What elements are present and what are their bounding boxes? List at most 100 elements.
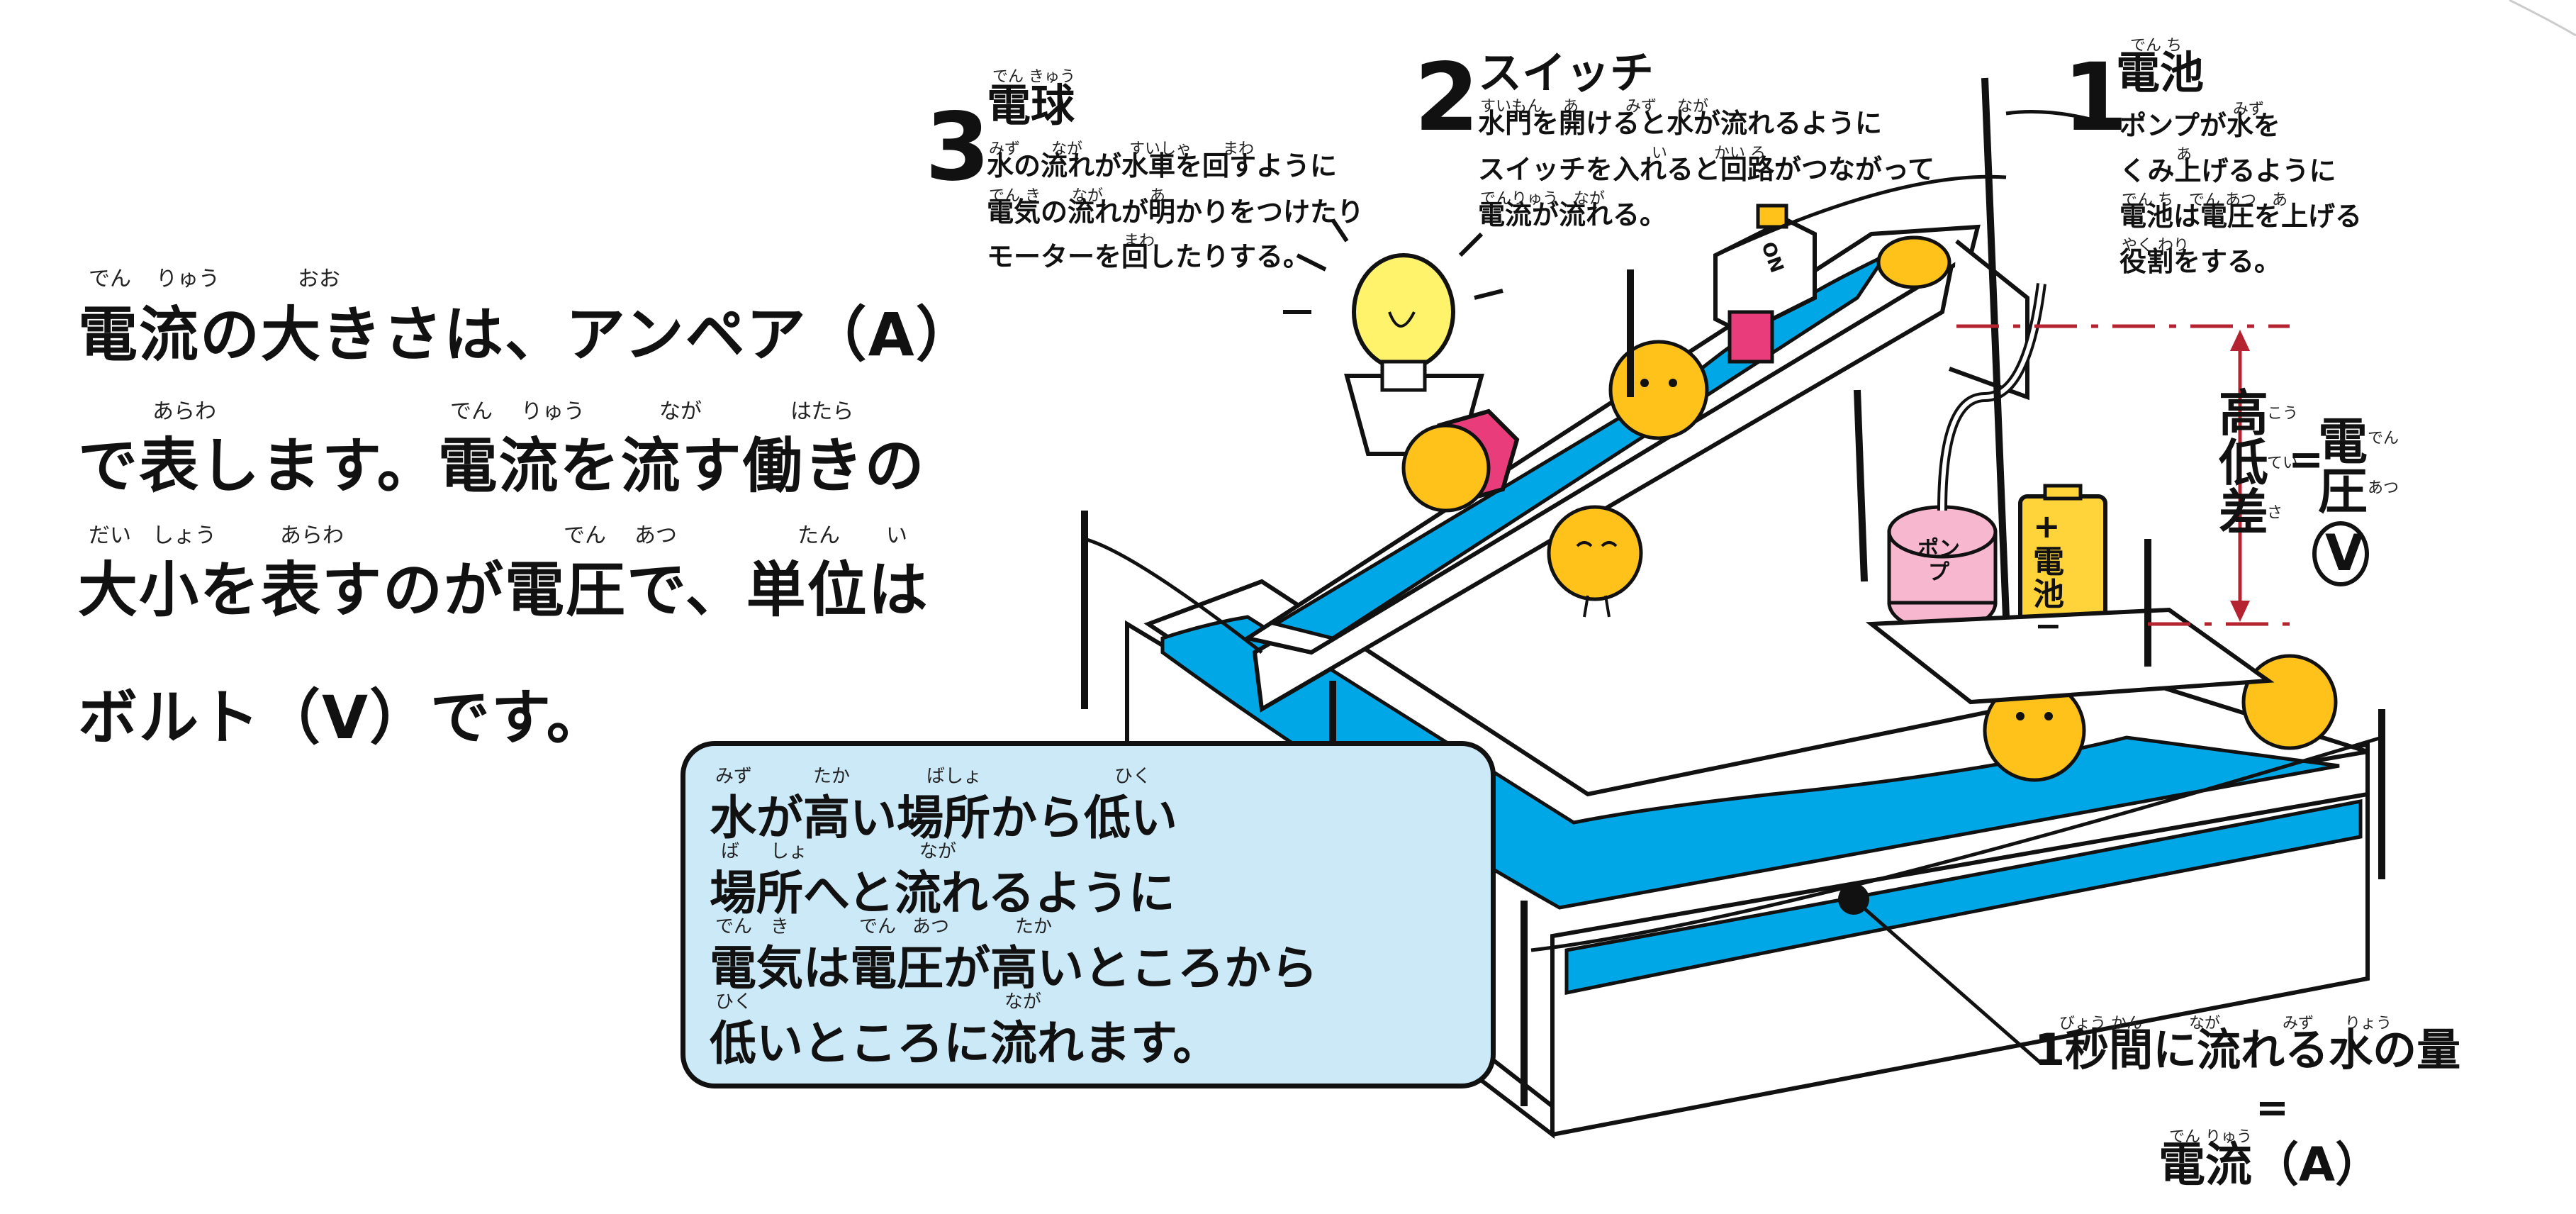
battery-desc-1: ポンプが水を — [2119, 110, 2280, 141]
callout-line-2: 場所へと流れるように — [710, 866, 1175, 920]
current-result-ruby: でん りゅう — [2169, 1128, 2252, 1146]
voltage-ruby-1: でん — [2368, 430, 2399, 447]
battery-ruby-4: やく わり — [2122, 237, 2189, 255]
callout-ruby-naga2: なが — [1004, 991, 1042, 1013]
voltage-unit: V — [2325, 524, 2364, 582]
ruby-l2-den: でん — [450, 399, 493, 424]
bulb-desc-3: モーターを回したりする。 — [987, 241, 1311, 272]
battery-title: 電池 — [2116, 47, 2205, 99]
bulb-title-ruby: でん きゅう — [992, 68, 1075, 86]
switch-title: スイッチ — [1478, 47, 1654, 99]
bulb-number: 3 — [925, 93, 990, 202]
switch-desc-1: 水門を開けると水が流れるように — [1478, 108, 1883, 139]
ruby-l3-arawa: あらわ — [280, 523, 344, 548]
height-indicator — [1956, 324, 2290, 626]
ruby-l1-oo: おお — [298, 267, 340, 291]
ruby-l3-den: でん — [564, 523, 606, 548]
voltage-equals: = — [2288, 435, 2324, 484]
battery-ruby-2: あ — [2176, 146, 2193, 164]
wires — [1084, 110, 2382, 952]
height-ruby-1: こう — [2267, 405, 2299, 423]
switch-number: 2 — [1414, 43, 1479, 152]
switch-ruby-2: い かい ろ — [1652, 145, 1766, 162]
callout-ruby-den: でん — [715, 916, 753, 937]
callout-ruby-taka: たか — [813, 766, 851, 787]
voltage-unit-circle — [2312, 521, 2369, 586]
ruby-l3-i: い — [886, 523, 907, 548]
callout-ruby-basho: ばしょ — [926, 766, 982, 787]
ruby-l2-hatara: はたら — [790, 399, 854, 424]
callout-ruby-ki: き — [771, 916, 790, 937]
bulb-ruby-3: まわ — [1124, 233, 1155, 250]
voltage-char-1: 電 — [2318, 413, 2368, 471]
callout-ruby-sho: しょ — [771, 841, 808, 862]
switch-desc-2: スイッチを入れると回路がつながって — [1478, 154, 1935, 185]
pump — [1887, 283, 2046, 633]
current-pointer — [1838, 884, 2043, 1065]
bulb-ruby-1: みず なが すいしゃ まわ — [989, 140, 1255, 158]
pump-label: ポンプ — [1917, 537, 1960, 585]
callout-ruby-hiku2: ひく — [715, 991, 753, 1013]
ruby-l1-den: でん — [89, 267, 131, 291]
callout-ruby-mizu: みず — [715, 766, 753, 787]
current-ruby: びょう かん なが みず りょう — [2059, 1015, 2392, 1032]
battery-desc-4: 役割をする。 — [2119, 246, 2282, 277]
battery-desc-2: くみ上げるように — [2119, 155, 2336, 186]
height-ruby-2: てい — [2267, 455, 2299, 472]
callout-ruby-ba: ば — [721, 841, 740, 862]
battery-text-label: 電池 — [2033, 544, 2064, 613]
bulb-desc-1: 水の流れが水車を回すように — [987, 150, 1338, 182]
bulb-desc-2: 電気の流れが明かりをつけたり — [987, 196, 1365, 228]
ruby-l3-shou: しょう — [152, 523, 216, 548]
battery-ruby-1: みず — [2233, 101, 2265, 118]
main-line-2: で表します。電流を流す働きの — [78, 431, 926, 501]
battery-title-ruby: でん ち — [2130, 37, 2182, 55]
battery-desc-3: 電池は電圧を上げる — [2119, 201, 2363, 232]
character-1 — [1608, 340, 1709, 440]
ruby-l2-ryuu: りゅう — [521, 399, 585, 424]
callout-box: みず たか ばしょ ひく 水が高い場所から低い ば しょ なが 場所へと流れるよ… — [681, 741, 1496, 1088]
light-bulb — [1283, 218, 1503, 392]
main-line-4: ボルト（V）です。 — [78, 683, 607, 752]
bulb-title: 電球 — [987, 79, 1075, 131]
corner-line — [2509, 0, 2576, 37]
height-char-2: 低 — [2219, 434, 2268, 492]
voltage-char-2: 圧 — [2318, 462, 2368, 520]
character-6 — [1876, 235, 1951, 289]
ruby-l2-naga: なが — [659, 399, 702, 424]
main-line-1: 電流の大きさは、アンペア（A） — [78, 300, 977, 369]
current-line: 1秒間に流れる水の量 — [2034, 1024, 2461, 1076]
ruby-l1-ryuu: りゅう — [156, 267, 220, 291]
character-3 — [1547, 505, 1643, 618]
callout-ruby-atsu: あつ — [912, 916, 950, 937]
switch-desc-3: 電流が流れる。 — [1478, 199, 1667, 230]
height-char-1: 高 — [2219, 384, 2268, 442]
battery-number: 1 — [2063, 43, 2128, 152]
gate-switch — [1713, 204, 1817, 364]
callout-line-3: 電気は電圧が高いところから — [710, 941, 1318, 996]
ruby-l3-tan: たん — [797, 523, 840, 548]
current-result: 電流（A） — [2158, 1137, 2382, 1192]
switch-ruby-1: すいもん あ みず なが — [1480, 98, 1708, 116]
callout-ruby-taka2: たか — [1015, 916, 1053, 937]
ruby-l3-dai: だい — [89, 523, 131, 548]
battery-plus-label: + — [2033, 507, 2061, 545]
callout-line-4: 低いところに流れます。 — [710, 1016, 1220, 1071]
height-char-3: 差 — [2219, 484, 2268, 542]
character-5 — [2241, 654, 2338, 750]
switch-ruby-3: でんりゅう なが — [1480, 190, 1606, 208]
poles — [1081, 77, 2385, 1106]
battery-minus-label: − — [2034, 606, 2062, 645]
current-equals: = — [2256, 1085, 2289, 1131]
callout-ruby-hiku: ひく — [1114, 766, 1152, 787]
bulb-ruby-2: でん き なが あ — [989, 187, 1165, 205]
callout-ruby-den2: でん — [859, 916, 897, 937]
ruby-l3-atsu: あつ — [634, 523, 677, 548]
right-platform — [1865, 607, 2275, 705]
battery-ruby-3: でん ち でん あつ あ — [2122, 191, 2287, 209]
main-line-3: 大小を表すのが電圧で、単位は — [78, 555, 929, 625]
height-ruby-3: さ — [2267, 504, 2283, 522]
callout-line-1: 水が高い場所から低い — [710, 791, 1177, 845]
character-2 — [1401, 423, 1491, 513]
voltage-ruby-2: あつ — [2368, 479, 2399, 497]
